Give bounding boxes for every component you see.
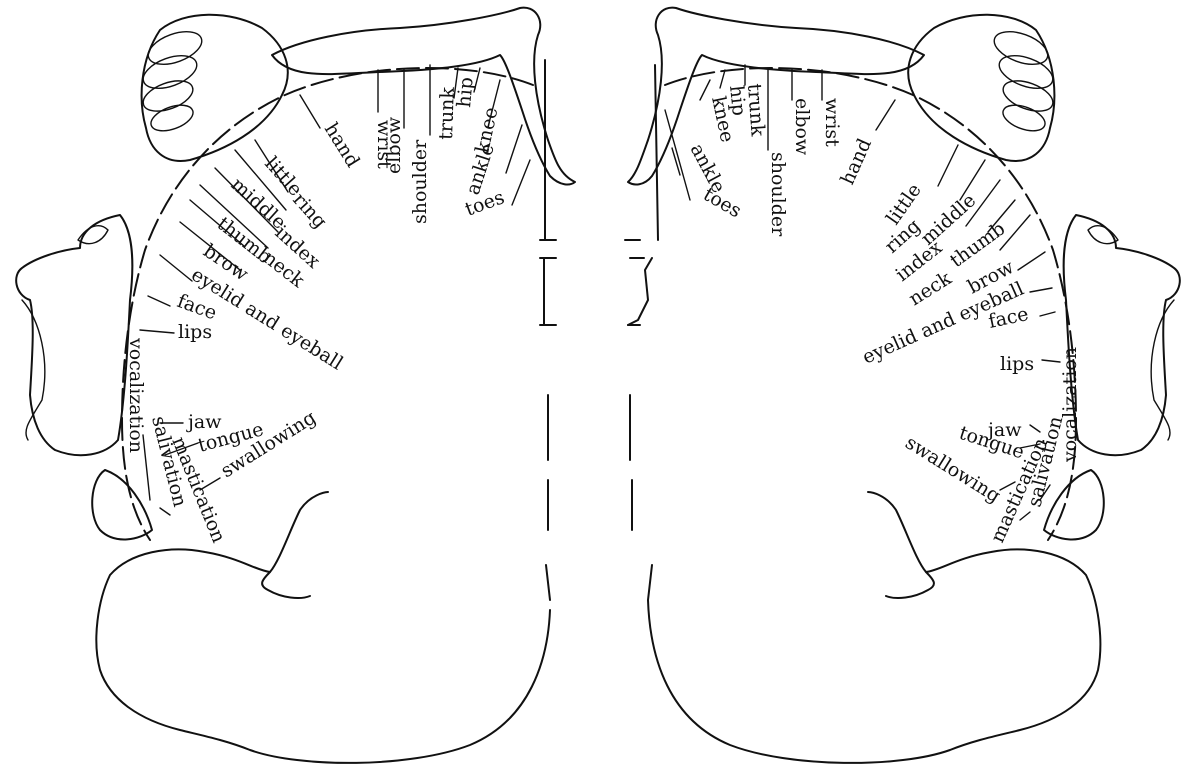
right-label-elbow: elbow: [791, 98, 813, 156]
left-tongue-figure: [92, 470, 152, 539]
left-label-hand: hand: [320, 119, 364, 171]
right-label-trunk: trunk: [743, 83, 769, 138]
left-label-trunk: trunk: [435, 86, 459, 140]
right-label-lips: lips: [1000, 353, 1034, 375]
left-label-lips: lips: [178, 321, 212, 343]
right-label-shoulder: shoulder: [767, 152, 789, 237]
right-face-figure: [1064, 215, 1180, 455]
left-label-vocalization: vocalization: [125, 337, 147, 453]
right-label-vocalization: vocalization: [1059, 347, 1081, 463]
left-label-shoulder: shoulder: [409, 139, 431, 224]
right-label-ankle: ankle: [686, 140, 730, 197]
right-label-wrist: wrist: [821, 98, 843, 147]
left-temporal-fold: [262, 572, 310, 598]
left-face-figure: [16, 215, 132, 455]
right-hemisphere: toes ankle knee hip trunk shoulder elbow…: [625, 8, 1180, 763]
left-label-wrist: wrist: [373, 120, 395, 169]
right-temporal-fold: [886, 572, 934, 598]
right-tongue-figure: [1044, 470, 1104, 539]
left-hemisphere: toes ankle knee hip trunk shoulder elbow…: [16, 8, 575, 763]
